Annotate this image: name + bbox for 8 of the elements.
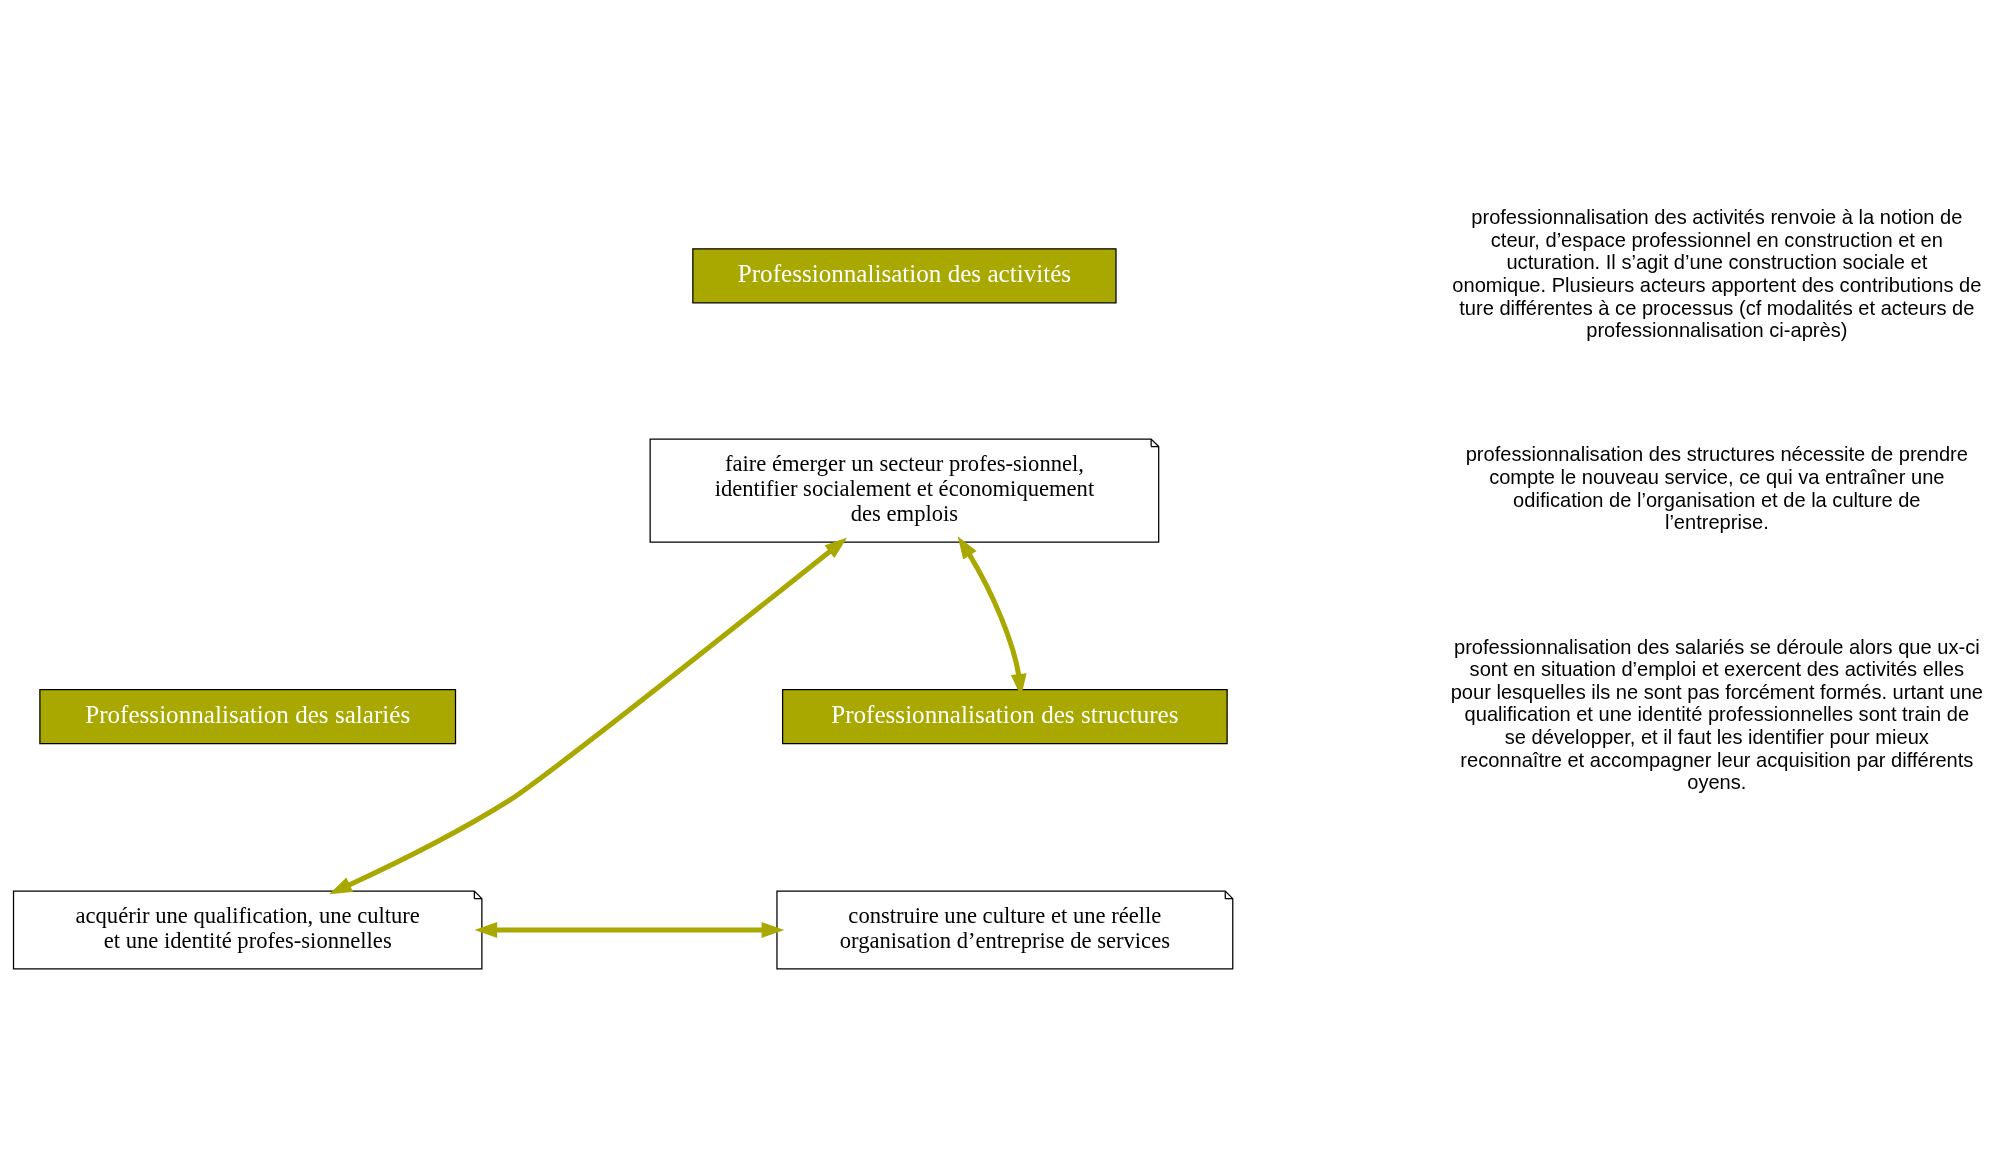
arrow: [474, 921, 785, 938]
label: professionnalisation des activités renvoie à la notion de cteur, d’espace professionnel en construction et en ucturation. Il s’agit d’une construction sociale et onomique. Plusieurs acteurs apportent des contributions de ture différentes à ce processus (cf modalités et acteurs de professionnalisation ci-après): [1452, 205, 1982, 341]
node-box: Professionnalisation des salariés: [39, 688, 457, 744]
node-box: Professionnalisation des activités: [692, 247, 1117, 303]
arrow: [329, 537, 848, 894]
node-box: Professionnalisation des structures: [782, 688, 1228, 744]
label: professionnalisation des structures nécessite de prendre compte le nouveau service, ce qui va entraîner une odification de l’organisation et de la culture de l’entreprise.: [1465, 442, 1968, 533]
label: professionnalisation des salariés se déroule alors que ux-ci sont en situation d’emploi et exercent des activités elles pour lesquelles ils ne sont pas forcément formés. urtant une qualification et une identité professionnelles sont train de se développer, et il faut les identifier pour mieux reconnaître et accompagner leur acquisition par différents oyens.: [1450, 635, 1984, 793]
